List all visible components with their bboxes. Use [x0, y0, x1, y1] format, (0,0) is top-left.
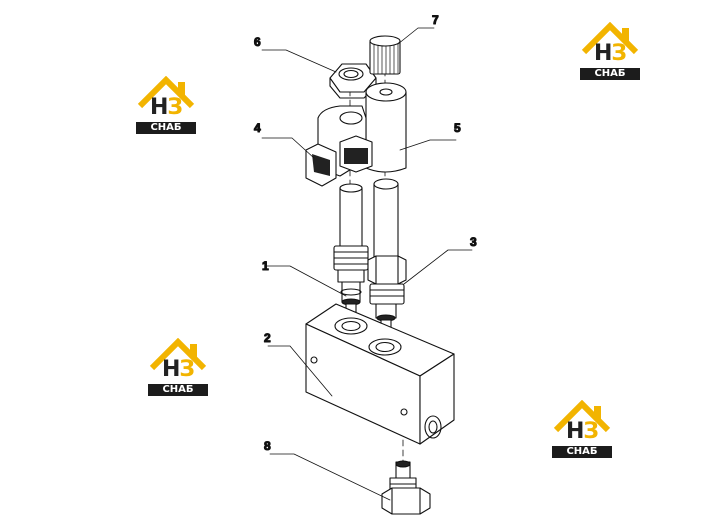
callout-7: 7 — [432, 13, 439, 27]
house-roof-icon — [553, 400, 611, 433]
watermark-logo: НЗ СНАБ — [146, 338, 210, 398]
callout-4: 4 — [254, 121, 261, 135]
part-4-connector-block — [305, 105, 373, 187]
house-roof-icon — [137, 76, 195, 109]
logo-text: СНАБ — [136, 122, 196, 134]
logo-letters: НЗ — [149, 95, 183, 120]
logo-letters: НЗ — [161, 357, 195, 382]
watermark-logo: НЗ СНАБ — [550, 400, 614, 460]
part-1-cartridge-valve — [333, 183, 369, 313]
watermark-logo: НЗ СНАБ — [578, 22, 642, 82]
part-8-bottom-plug — [381, 460, 431, 515]
part-2-manifold-block — [305, 303, 455, 445]
callout-5: 5 — [454, 121, 461, 135]
logo-text: СНАБ — [148, 384, 208, 396]
callout-1: 1 — [262, 259, 269, 273]
logo-text: СНАБ — [580, 68, 640, 80]
part-6-hex-nut — [329, 63, 377, 99]
house-roof-icon — [149, 338, 207, 371]
part-3-cartridge-valve — [367, 178, 407, 329]
part-5-coil-housing — [365, 82, 407, 173]
callout-2: 2 — [264, 331, 271, 345]
watermark-logo: НЗ СНАБ — [134, 76, 198, 136]
callout-6: 6 — [254, 35, 261, 49]
callout-3: 3 — [470, 235, 477, 249]
house-roof-icon — [581, 22, 639, 55]
logo-letters: НЗ — [593, 41, 627, 66]
callout-8: 8 — [264, 439, 271, 453]
part-7-knurled-knob — [369, 35, 401, 75]
leader-lines — [261, 27, 473, 501]
logo-letters: НЗ — [565, 419, 599, 444]
logo-text: СНАБ — [552, 446, 612, 458]
